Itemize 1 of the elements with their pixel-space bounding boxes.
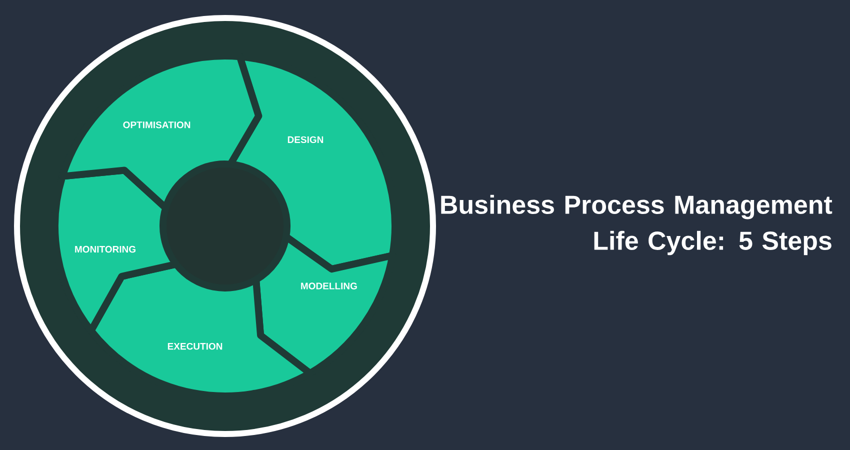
title: Business Process Management Life Cycle: 5 Steps — [441, 194, 832, 256]
